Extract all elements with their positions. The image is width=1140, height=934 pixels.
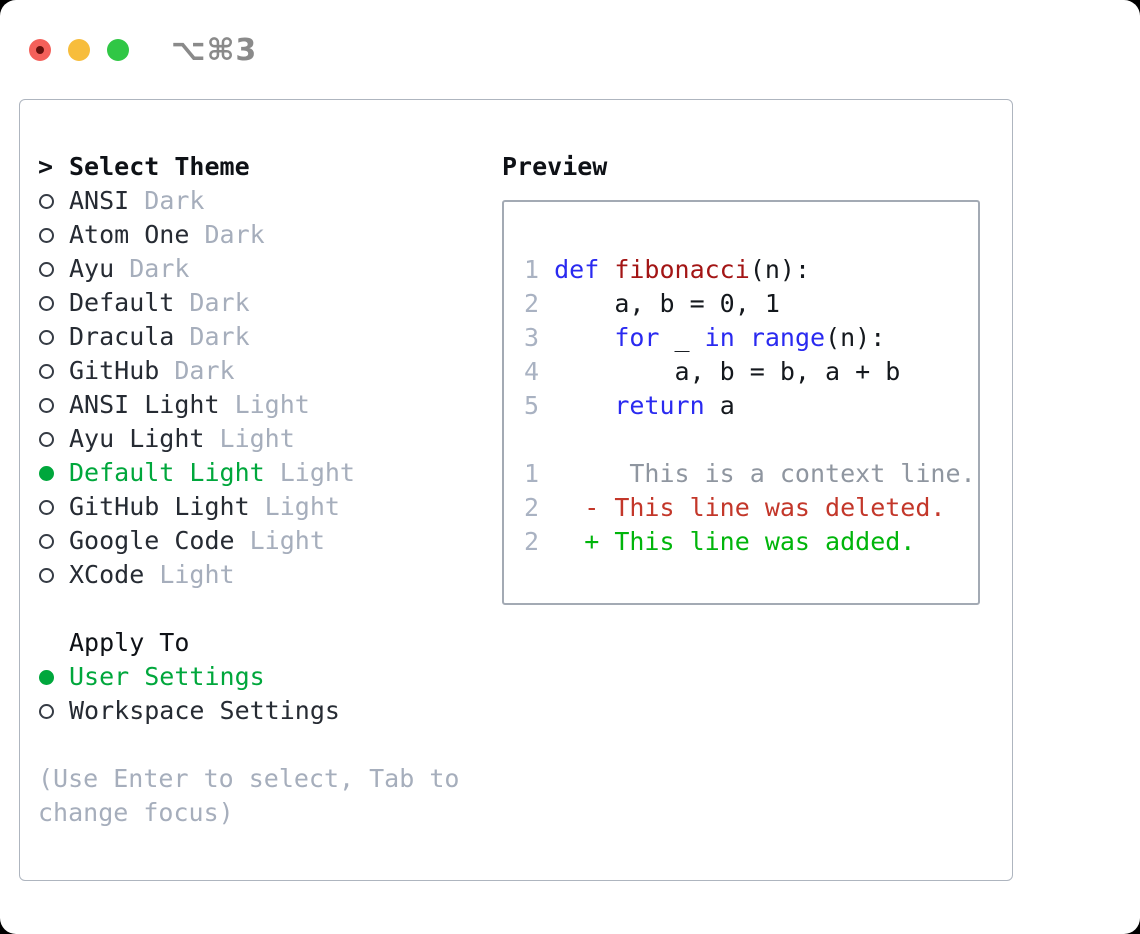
preview-code-line: 1 This is a context line. — [524, 459, 976, 488]
theme-name: XCode — [69, 560, 160, 589]
window-title: ⌥⌘3 — [171, 32, 258, 68]
prompt-marker: > — [38, 150, 69, 184]
preview-code-line — [524, 423, 968, 457]
preview-code-line: 2 a, b = 0, 1 — [524, 289, 780, 318]
theme-variant: Light — [219, 424, 295, 453]
apply-to-header: Apply To — [38, 626, 483, 660]
radio-icon — [39, 567, 54, 583]
theme-variant: Dark — [174, 356, 235, 385]
theme-name: GitHub — [69, 356, 175, 385]
radio-icon — [39, 329, 54, 345]
apply-to-option-label: Workspace Settings — [69, 696, 340, 725]
chevron-right-icon: > — [38, 152, 54, 181]
preview-code-line: 3 for _ in range(n): — [524, 323, 886, 352]
radio-icon — [39, 703, 54, 719]
radio-icon — [39, 193, 54, 209]
theme-variant: Light — [249, 526, 325, 555]
zoom-button-icon[interactable] — [107, 39, 129, 61]
theme-option[interactable]: Default Light Light — [38, 456, 483, 490]
theme-option[interactable]: Google Code Light — [38, 524, 483, 558]
theme-option[interactable]: Ayu Dark — [38, 252, 483, 286]
theme-name: Ayu Light — [69, 424, 220, 453]
theme-variant: Dark — [189, 288, 250, 317]
theme-option[interactable]: ANSI Dark — [38, 184, 483, 218]
theme-name: Google Code — [69, 526, 250, 555]
radio-selected-icon — [39, 669, 54, 685]
preview-code-line: 4 a, b = b, a + b — [524, 357, 901, 386]
theme-name: GitHub Light — [69, 492, 265, 521]
preview-code-line: 2 - This line was deleted. — [524, 493, 946, 522]
theme-variant: Dark — [189, 322, 250, 351]
theme-variant: Light — [264, 492, 340, 521]
window-controls — [29, 39, 129, 61]
theme-option[interactable]: ANSI Light Light — [38, 388, 483, 422]
apply-to-option[interactable]: Workspace Settings — [38, 694, 483, 728]
preview-code-line: 5 return a — [524, 391, 735, 420]
theme-variant: Light — [234, 390, 310, 419]
radio-icon — [39, 499, 54, 515]
select-theme-label: Select Theme — [69, 152, 250, 181]
theme-name: Atom One — [69, 220, 205, 249]
title-bar: ⌥⌘3 — [0, 0, 1140, 74]
radio-icon — [39, 397, 54, 413]
preview-box: 1 def fibonacci(n): 2 a, b = 0, 1 3 for _ … — [502, 200, 980, 605]
select-theme-header: > Select Theme — [38, 150, 483, 184]
theme-name: Dracula — [69, 322, 190, 351]
keyboard-hint: (Use Enter to select, Tab to change focu… — [38, 764, 475, 827]
radio-icon — [39, 533, 54, 549]
theme-variant: Light — [159, 560, 235, 589]
preview-code-line: 2 + This line was added. — [524, 527, 916, 556]
apply-to-option[interactable]: User Settings — [38, 660, 483, 694]
theme-variant: Dark — [129, 254, 190, 283]
theme-variant: Dark — [144, 186, 205, 215]
preview-code-line: 1 def fibonacci(n): — [524, 255, 811, 284]
radio-icon — [39, 261, 54, 277]
theme-name: Default Light — [69, 458, 280, 487]
preview-column: Preview 1 def fibonacci(n): 2 a, b = 0, 1… — [483, 150, 986, 880]
theme-name: Default — [69, 288, 190, 317]
minimize-button-icon[interactable] — [68, 39, 90, 61]
apply-to-option-label: User Settings — [69, 662, 265, 691]
theme-option[interactable]: XCode Light — [38, 558, 483, 592]
theme-name: Ayu — [69, 254, 130, 283]
radio-icon — [39, 363, 54, 379]
radio-selected-icon — [39, 465, 54, 481]
radio-icon — [39, 295, 54, 311]
theme-option[interactable]: Ayu Light Light — [38, 422, 483, 456]
theme-option[interactable]: Dracula Dark — [38, 320, 483, 354]
radio-icon — [39, 431, 54, 447]
theme-option[interactable]: Default Dark — [38, 286, 483, 320]
theme-name: ANSI — [69, 186, 145, 215]
theme-option[interactable]: GitHub Light Light — [38, 490, 483, 524]
theme-variant: Light — [279, 458, 355, 487]
apply-to-label: Apply To — [69, 628, 190, 657]
theme-option[interactable]: Atom One Dark — [38, 218, 483, 252]
close-button-icon[interactable] — [29, 39, 51, 61]
radio-icon — [39, 227, 54, 243]
theme-name: ANSI Light — [69, 390, 235, 419]
theme-option[interactable]: GitHub Dark — [38, 354, 483, 388]
theme-variant: Dark — [204, 220, 265, 249]
preview-title: Preview — [502, 152, 608, 181]
